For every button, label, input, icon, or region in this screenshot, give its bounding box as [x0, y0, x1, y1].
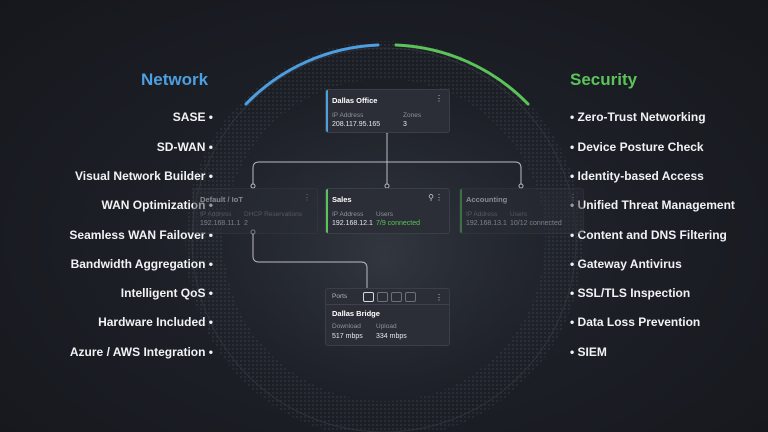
network-feature: Visual Network Builder • [74, 169, 213, 183]
zones-value: 3 [403, 121, 407, 128]
network-feature: Hardware Included • [98, 315, 213, 329]
card-title: Dallas Office [332, 96, 378, 105]
security-feature: • Unified Threat Management [570, 198, 735, 212]
ip-label: IP Address [332, 211, 364, 218]
network-feature: Bandwidth Aggregation • [70, 257, 213, 271]
security-feature: • Device Posture Check [570, 140, 704, 154]
ip-value: 192.168.13.1 [466, 220, 507, 227]
card-title: Sales [332, 195, 352, 204]
security-feature: • SSL/TLS Inspection [570, 286, 691, 300]
users-value: 7/9 connected [376, 220, 420, 227]
users-label: Users [510, 211, 527, 218]
zones-label: Zones [403, 112, 422, 119]
security-feature: • Content and DNS Filtering [570, 228, 727, 242]
network-feature: Seamless WAN Failover • [69, 228, 213, 242]
security-arc [394, 43, 530, 106]
port-icon[interactable] [363, 292, 374, 302]
security-feature: • Identity-based Access [570, 169, 704, 183]
ip-label: IP Address [466, 211, 498, 218]
users-label: Users [376, 211, 393, 218]
kebab-menu-icon[interactable]: ⋮ [303, 193, 311, 202]
ip-label: IP Address [200, 211, 232, 218]
network-feature: Azure / AWS Integration • [69, 345, 213, 359]
network-feature: SASE • [172, 110, 213, 124]
card-title: Default / IoT [200, 195, 243, 204]
search-icon[interactable]: ⚲ [428, 193, 434, 202]
dhcp-value: 2 [244, 220, 248, 227]
security-feature: • Data Loss Prevention [570, 315, 701, 329]
network-title: Network [141, 70, 209, 89]
card-accent [326, 189, 328, 233]
upload-label: Upload [376, 323, 397, 330]
card-accent [326, 90, 328, 132]
accounting-card[interactable]: Accounting ⋮ IP Address 192.168.13.1 Use… [459, 188, 584, 234]
kebab-menu-icon[interactable]: ⋮ [435, 193, 443, 202]
sales-card[interactable]: Sales ⚲ ⋮ IP Address 192.168.12.1 Users … [325, 188, 450, 234]
security-title: Security [570, 70, 638, 89]
kebab-menu-icon[interactable]: ⋮ [569, 193, 577, 202]
users-value: 10/12 connected [510, 220, 562, 227]
ip-value: 192.168.12.1 [332, 220, 373, 227]
port-icon[interactable] [377, 292, 388, 302]
kebab-menu-icon[interactable]: ⋮ [435, 94, 443, 103]
dallas-office-card[interactable]: Dallas Office ⋮ IP Address 208.117.95.16… [325, 89, 450, 133]
upload-value: 334 mbps [376, 333, 407, 340]
network-feature: SD-WAN • [156, 140, 213, 154]
tab-divider [326, 304, 449, 305]
network-feature: WAN Optimization • [101, 198, 213, 212]
dhcp-label: DHCP Reservations [244, 211, 303, 218]
security-feature: • SIEM [570, 345, 607, 359]
ip-value: 192.168.11.1 [200, 220, 241, 227]
card-accent [460, 189, 462, 233]
download-label: Download [332, 323, 361, 330]
ip-label: IP Address [332, 112, 364, 119]
card-title: Accounting [466, 195, 508, 204]
security-feature: • Gateway Antivirus [570, 257, 682, 271]
download-value: 517 mbps [332, 333, 363, 340]
dallas-bridge-card[interactable]: Ports ⋮ Dallas Bridge Download 517 mbps … [325, 288, 450, 346]
port-icon[interactable] [405, 292, 416, 302]
security-feature: • Zero-Trust Networking [570, 110, 706, 124]
port-icon[interactable] [391, 292, 402, 302]
kebab-menu-icon[interactable]: ⋮ [435, 293, 443, 302]
default-iot-card[interactable]: Default / IoT ⋮ IP Address 192.168.11.1 … [193, 188, 318, 234]
ports-tab-label[interactable]: Ports [332, 293, 348, 300]
connector-lines [252, 131, 522, 290]
card-title: Dallas Bridge [332, 309, 380, 318]
ip-value: 208.117.95.165 [332, 121, 381, 128]
network-arc [244, 43, 380, 106]
network-feature: Intelligent QoS • [120, 286, 213, 300]
